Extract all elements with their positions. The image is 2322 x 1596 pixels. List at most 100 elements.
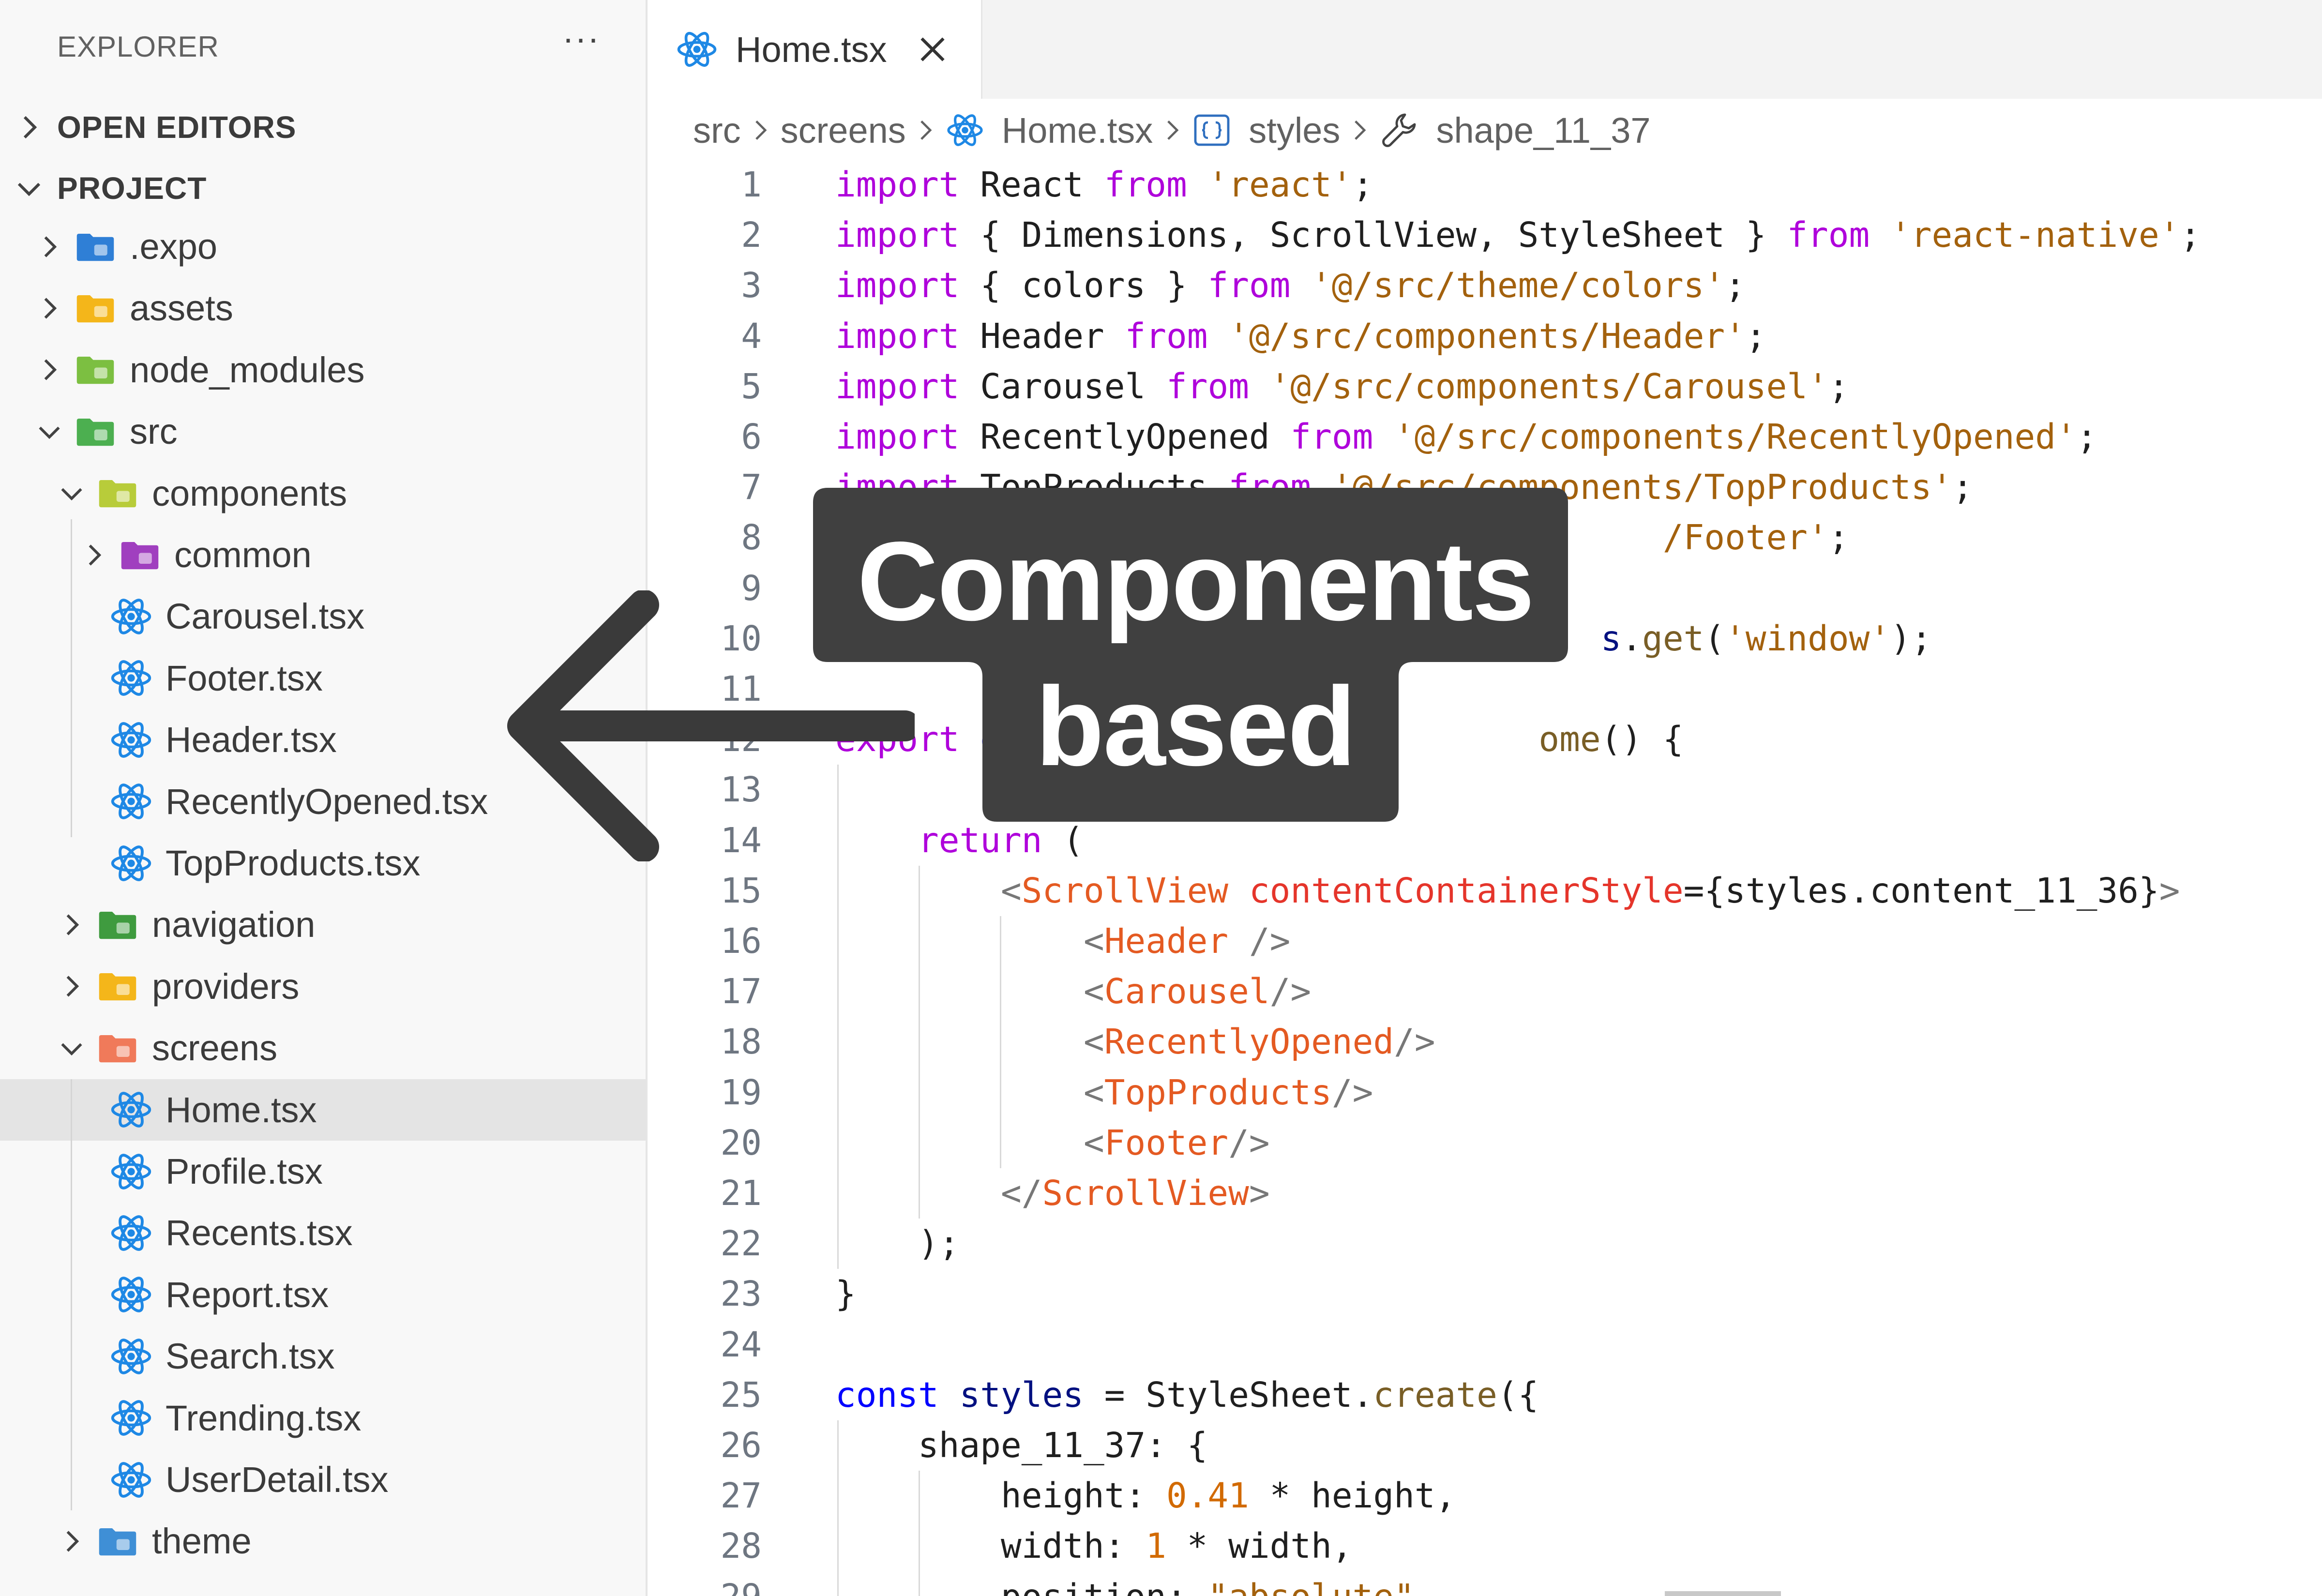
tree-file-search-tsx[interactable]: Search.tsx bbox=[0, 1325, 646, 1387]
breadcrumb: src screens Home.tsx styles shape_11_37 bbox=[648, 99, 2322, 162]
code-token: position: bbox=[835, 1577, 1207, 1596]
tree-folder-node-modules[interactable]: node_modules bbox=[0, 339, 646, 401]
code-line[interactable]: 28 width: 1 * width, bbox=[648, 1521, 2322, 1571]
code-line[interactable]: 22 ); bbox=[648, 1219, 2322, 1269]
line-number: 9 bbox=[741, 568, 762, 608]
tree-folder-navigation[interactable]: navigation bbox=[0, 894, 646, 955]
breadcrumb-item-styles[interactable]: styles bbox=[1249, 110, 1341, 151]
line-number: 10 bbox=[720, 618, 762, 659]
chevron-right-icon bbox=[755, 120, 767, 140]
tree-file-recents-tsx[interactable]: Recents.tsx bbox=[0, 1202, 646, 1264]
tree-file-footer-tsx[interactable]: Footer.tsx bbox=[0, 647, 646, 709]
line-number: 21 bbox=[720, 1173, 762, 1213]
code-line[interactable]: 20 <Footer/> bbox=[648, 1118, 2322, 1168]
code-token: height: bbox=[835, 1476, 1166, 1516]
code-line[interactable]: 27 height: 0.41 * height, bbox=[648, 1471, 2322, 1521]
code-line[interactable]: 16 <Header /> bbox=[648, 916, 2322, 966]
code-line[interactable]: 23} bbox=[648, 1269, 2322, 1319]
tree-folder-expo[interactable]: .expo bbox=[0, 216, 646, 277]
breadcrumb-item-file[interactable]: Home.tsx bbox=[1001, 110, 1153, 151]
tree-item-label: node_modules bbox=[130, 349, 365, 390]
tree-folder-src[interactable]: src bbox=[0, 401, 646, 462]
code-text: </ScrollView> bbox=[835, 1168, 1270, 1219]
tree-file-home-tsx[interactable]: Home.tsx bbox=[0, 1079, 646, 1141]
code-line[interactable]: 10con s.get('window'); bbox=[648, 614, 2322, 664]
code-token: styles bbox=[959, 1374, 1084, 1415]
code-token: ({ bbox=[1497, 1374, 1539, 1415]
code-line[interactable]: 9 bbox=[648, 563, 2322, 614]
line-number: 24 bbox=[720, 1324, 762, 1365]
callout-subtitle: based bbox=[1035, 664, 1357, 789]
code-line[interactable]: 18 <RecentlyOpened/> bbox=[648, 1017, 2322, 1067]
tree-item-label: Carousel.tsx bbox=[166, 596, 365, 637]
code-line[interactable]: 17 <Carousel/> bbox=[648, 966, 2322, 1017]
code-line[interactable]: 13 bbox=[648, 765, 2322, 815]
tree-file-recentlyopened-tsx[interactable]: RecentlyOpened.tsx bbox=[0, 771, 646, 832]
indent-guide bbox=[71, 519, 72, 837]
callout-bubble bbox=[813, 488, 1568, 822]
code-line[interactable]: 21 </ScrollView> bbox=[648, 1168, 2322, 1219]
wrench-icon bbox=[1382, 113, 1416, 147]
code-line[interactable]: 8 /Footer'; bbox=[648, 512, 2322, 563]
code-token: ( bbox=[1042, 820, 1084, 860]
code-text: <RecentlyOpened/> bbox=[835, 1017, 1435, 1067]
line-number: 29 bbox=[648, 1572, 762, 1596]
code-line[interactable]: 19 <TopProducts/> bbox=[648, 1068, 2322, 1118]
tree-file-profile-tsx[interactable]: Profile.tsx bbox=[0, 1141, 646, 1202]
more-actions-button[interactable]: ··· bbox=[562, 19, 600, 58]
line-number: 11 bbox=[720, 669, 762, 709]
code-token bbox=[835, 871, 1001, 911]
tree-folder-theme[interactable]: theme bbox=[0, 1510, 646, 1572]
code-token: width: bbox=[835, 1526, 1146, 1566]
tree-file-header-tsx[interactable]: Header.tsx bbox=[0, 709, 646, 770]
editor-area: Home.tsx src screens Home.tsx styles sha… bbox=[648, 0, 2322, 1596]
code-token: > bbox=[2159, 870, 2180, 911]
code-line[interactable]: 26 shape_11_37: { bbox=[648, 1420, 2322, 1471]
code-line[interactable]: 24 bbox=[648, 1320, 2322, 1370]
scrollbar-thumb[interactable] bbox=[1665, 1591, 1781, 1596]
code-token: < bbox=[1083, 1122, 1104, 1163]
breadcrumb-item-screens[interactable]: screens bbox=[780, 110, 906, 151]
tree-folder-common[interactable]: common bbox=[0, 524, 646, 586]
code-token: return bbox=[918, 820, 1042, 860]
tree-folder-components[interactable]: components bbox=[0, 463, 646, 524]
tree-item-label: Search.tsx bbox=[166, 1336, 335, 1377]
indent-guide bbox=[837, 1420, 839, 1596]
code-line[interactable]: 15 <ScrollView contentContainerStyle={st… bbox=[648, 866, 2322, 916]
code-token: s bbox=[1600, 618, 1622, 659]
close-icon[interactable] bbox=[917, 34, 948, 65]
code-line[interactable]: 14 return ( bbox=[648, 815, 2322, 866]
code-text: import { Dimensions, ScrollView, StyleSh… bbox=[835, 210, 2201, 260]
code-text: shape_11_37: { bbox=[835, 1420, 1207, 1471]
navigation-folder-icon bbox=[99, 911, 136, 939]
chevron-down-icon bbox=[61, 1043, 82, 1055]
tree-file-report-tsx[interactable]: Report.tsx bbox=[0, 1264, 646, 1325]
tab-home[interactable]: Home.tsx bbox=[648, 0, 982, 99]
code-token: Carousel bbox=[1104, 971, 1270, 1012]
code-text: position: "absolute" bbox=[835, 1572, 1415, 1596]
tree-file-userdetail-tsx[interactable]: UserDetail.tsx bbox=[0, 1449, 646, 1510]
code-line[interactable]: 29 position: "absolute" bbox=[648, 1572, 2322, 1596]
tree-folder-screens[interactable]: screens bbox=[0, 1017, 646, 1079]
tree-file-trending-tsx[interactable]: Trending.tsx bbox=[0, 1387, 646, 1449]
tree-folder-assets[interactable]: assets bbox=[0, 277, 646, 339]
line-number: 16 bbox=[720, 921, 762, 961]
breadcrumb-item-src[interactable]: src bbox=[693, 110, 741, 151]
code-line[interactable]: 11 bbox=[648, 664, 2322, 714]
react-icon bbox=[111, 660, 151, 696]
section-project[interactable]: PROJECT bbox=[0, 158, 646, 219]
tree-folder-providers[interactable]: providers bbox=[0, 956, 646, 1017]
tree-file-carousel-tsx[interactable]: Carousel.tsx bbox=[0, 586, 646, 647]
tree-item-label: .expo bbox=[130, 226, 218, 267]
section-open-editors[interactable]: OPEN EDITORS bbox=[0, 97, 646, 158]
breadcrumb-item-symbol[interactable]: shape_11_37 bbox=[1436, 110, 1651, 151]
tree-file-topproducts-tsx[interactable]: TopProducts.tsx bbox=[0, 832, 646, 894]
